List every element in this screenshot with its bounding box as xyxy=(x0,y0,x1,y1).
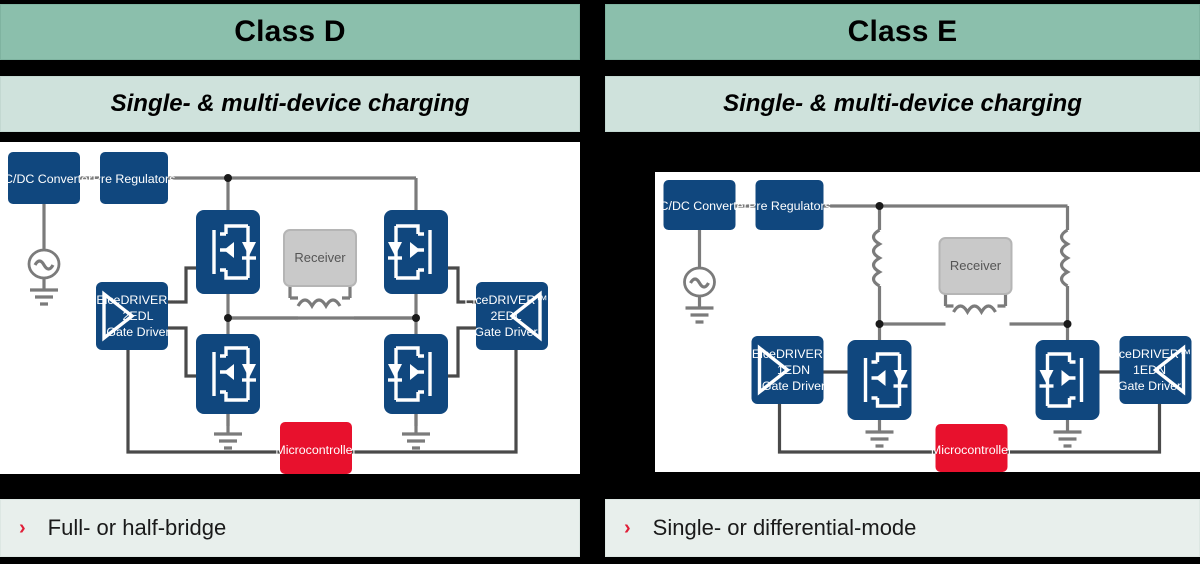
ground-symbol-source xyxy=(30,288,58,306)
driver-label-line1: EiceDRIVER™ xyxy=(96,293,179,307)
block-ac-dc-converter[interactable]: AC/DC Converter xyxy=(0,152,92,204)
mosfet-bottom-right[interactable] xyxy=(384,334,448,414)
mosfet-bottom-left[interactable] xyxy=(196,334,260,414)
driver-label-line2: 1EDN xyxy=(1133,363,1166,377)
block-pre-regulators[interactable]: Pre Regulators xyxy=(93,152,176,204)
gate-driver-left[interactable]: EiceDRIVER™ 2EDL Gate Driver xyxy=(96,282,180,350)
page-title-class-e: Class E xyxy=(847,15,958,48)
gate-driver-left[interactable]: EiceDRIVER™ 1EDN Gate Driver xyxy=(751,336,836,404)
block-label-receiver: Receiver xyxy=(294,250,346,265)
gate-driver-right[interactable]: EiceDRIVER™ 1EDN Gate Driver xyxy=(1108,336,1192,404)
schematic-full-bridge: AC/DC Converter Pre Regulators Receiver xyxy=(0,152,548,474)
bullet-text-class-d: Full- or half-bridge xyxy=(47,515,227,540)
block-label-mcu: Microcontroller xyxy=(931,443,1012,457)
circuit-diagram-class-d: AC/DC Converter Pre Regulators Receiver xyxy=(0,142,580,474)
block-label-acdc: AC/DC Converter xyxy=(0,172,92,186)
driver-label-line1: EiceDRIVER™ xyxy=(752,347,835,361)
driver-label-line3: Gate Driver xyxy=(474,325,537,339)
driver-label-line3: Gate Driver xyxy=(762,379,825,393)
panel-subtitle-bar-class-e: Single- & multi-device charging xyxy=(605,76,1200,132)
panel-title-bar-class-e: Class E xyxy=(605,4,1200,60)
mosfet-right[interactable] xyxy=(1035,340,1100,420)
chevron-right-icon: › xyxy=(19,517,26,539)
block-microcontroller[interactable]: Microcontroller xyxy=(931,424,1012,472)
ac-source-symbol xyxy=(27,248,61,280)
block-label-receiver: Receiver xyxy=(950,258,1002,273)
bullet-bar-class-e: › Single- or differential-mode xyxy=(605,499,1200,557)
mosfet-top-left[interactable] xyxy=(196,210,260,294)
panel-subtitle-class-d: Single- & multi-device charging xyxy=(110,90,470,117)
driver-label-line2: 2EDL xyxy=(491,309,522,323)
block-receiver[interactable]: Receiver xyxy=(938,237,1013,295)
driver-label-line1: EiceDRIVER™ xyxy=(1108,347,1191,361)
driver-label-line1: EiceDRIVER™ xyxy=(464,293,547,307)
page-title-class-d: Class D xyxy=(234,15,346,48)
gate-driver-right[interactable]: EiceDRIVER™ 2EDL Gate Driver xyxy=(464,282,548,350)
block-label-prereg: Pre Regulators xyxy=(93,172,176,186)
ground-symbol-right xyxy=(402,432,430,450)
block-microcontroller[interactable]: Microcontroller xyxy=(275,422,357,474)
driver-label-line3: Gate Driver xyxy=(106,325,169,339)
driver-label-line2: 1EDN xyxy=(777,363,810,377)
block-label-prereg: Pre Regulators xyxy=(748,199,831,213)
ac-source-symbol xyxy=(683,266,716,298)
chevron-right-icon: › xyxy=(624,517,631,539)
panel-title-bar-class-d: Class D xyxy=(0,4,580,60)
panel-class-d: Class D Single- & multi-device charging xyxy=(0,0,580,564)
mosfet-top-right[interactable] xyxy=(384,210,448,294)
ground-symbol-left xyxy=(214,432,242,450)
panel-class-e: Class E Single- & multi-device charging xyxy=(605,0,1200,564)
block-label-acdc: AC/DC Converter xyxy=(655,199,748,213)
ground-symbol-source xyxy=(685,306,714,324)
block-receiver[interactable]: Receiver xyxy=(283,229,357,287)
block-ac-dc-converter[interactable]: AC/DC Converter xyxy=(655,180,748,230)
bullet-text-class-e: Single- or differential-mode xyxy=(652,515,917,540)
block-pre-regulators[interactable]: Pre Regulators xyxy=(748,180,831,230)
bullet-bar-class-d: › Full- or half-bridge xyxy=(0,499,580,557)
mosfet-left[interactable] xyxy=(847,340,912,420)
driver-label-line2: 2EDL xyxy=(123,309,154,323)
panel-subtitle-bar-class-d: Single- & multi-device charging xyxy=(0,76,580,132)
circuit-diagram-class-e: AC/DC Converter Pre Regulators Receiver xyxy=(655,172,1200,472)
ground-symbol-left xyxy=(865,430,894,448)
schematic-differential-mode: AC/DC Converter Pre Regulators Receiver xyxy=(655,180,1192,472)
ground-symbol-right xyxy=(1053,430,1082,448)
block-label-mcu: Microcontroller xyxy=(275,443,356,457)
driver-label-line3: Gate Driver xyxy=(1118,379,1181,393)
panel-subtitle-class-e: Single- & multi-device charging xyxy=(723,90,1082,117)
